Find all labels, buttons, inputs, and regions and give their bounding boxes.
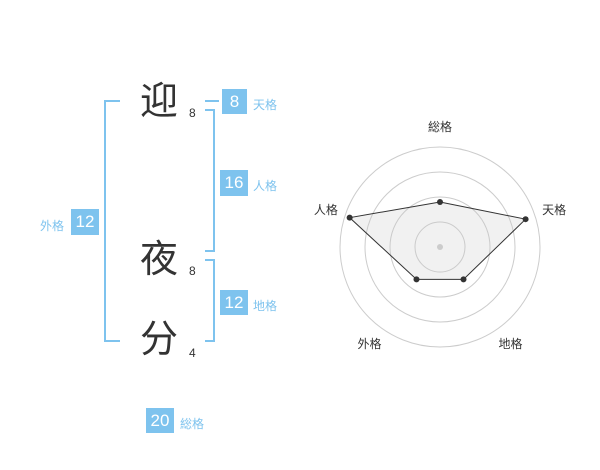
soukaku-label: 総格: [180, 417, 205, 431]
radar-point-5: [346, 214, 353, 221]
radar-point-4: [413, 276, 420, 283]
radar-axis-label-5: 人格: [314, 202, 338, 217]
jinkaku-bracket: [205, 109, 215, 252]
name-char-3: 分: [140, 317, 179, 361]
name-char-2-strokes: 8: [189, 264, 196, 278]
jinkaku-value: 16: [220, 170, 248, 196]
name-char-2: 夜: [140, 237, 179, 281]
soukaku-value: 20: [146, 408, 174, 433]
radar-ring-1: [414, 221, 466, 273]
gaikaku-value: 12: [71, 209, 99, 235]
radar-point-3: [460, 276, 467, 283]
name-char-3-strokes: 4: [189, 346, 196, 360]
radar-point-2: [522, 216, 529, 223]
radar-axis-label-2: 天格: [542, 202, 566, 217]
tenkaku-value: 8: [222, 89, 247, 114]
radar-axis-label-1: 総格: [428, 119, 452, 134]
radar-ring-3: [364, 171, 516, 323]
gaikaku-label: 外格: [40, 219, 65, 233]
radar-center-dot: [437, 244, 443, 250]
chikaku-label: 地格: [253, 299, 278, 313]
radar-axis-label-4: 外格: [357, 336, 381, 351]
radar-points: [346, 199, 529, 283]
tenkaku-bracket: [205, 100, 219, 102]
radar-rings: [339, 146, 541, 348]
radar-ring-2: [389, 196, 491, 298]
tenkaku-label: 天格: [253, 98, 278, 112]
radar-ring-4: [339, 146, 541, 348]
chikaku-bracket: [205, 259, 215, 342]
name-char-1-strokes: 8: [189, 106, 196, 120]
radar-point-1: [437, 199, 443, 205]
chikaku-value: 12: [220, 290, 248, 315]
jinkaku-label: 人格: [253, 179, 278, 193]
radar-data-polygon: [348, 201, 527, 280]
name-char-1: 迎: [140, 79, 179, 123]
radar-axis-label-3: 地格: [499, 336, 523, 351]
gaikaku-bracket: [104, 100, 120, 342]
